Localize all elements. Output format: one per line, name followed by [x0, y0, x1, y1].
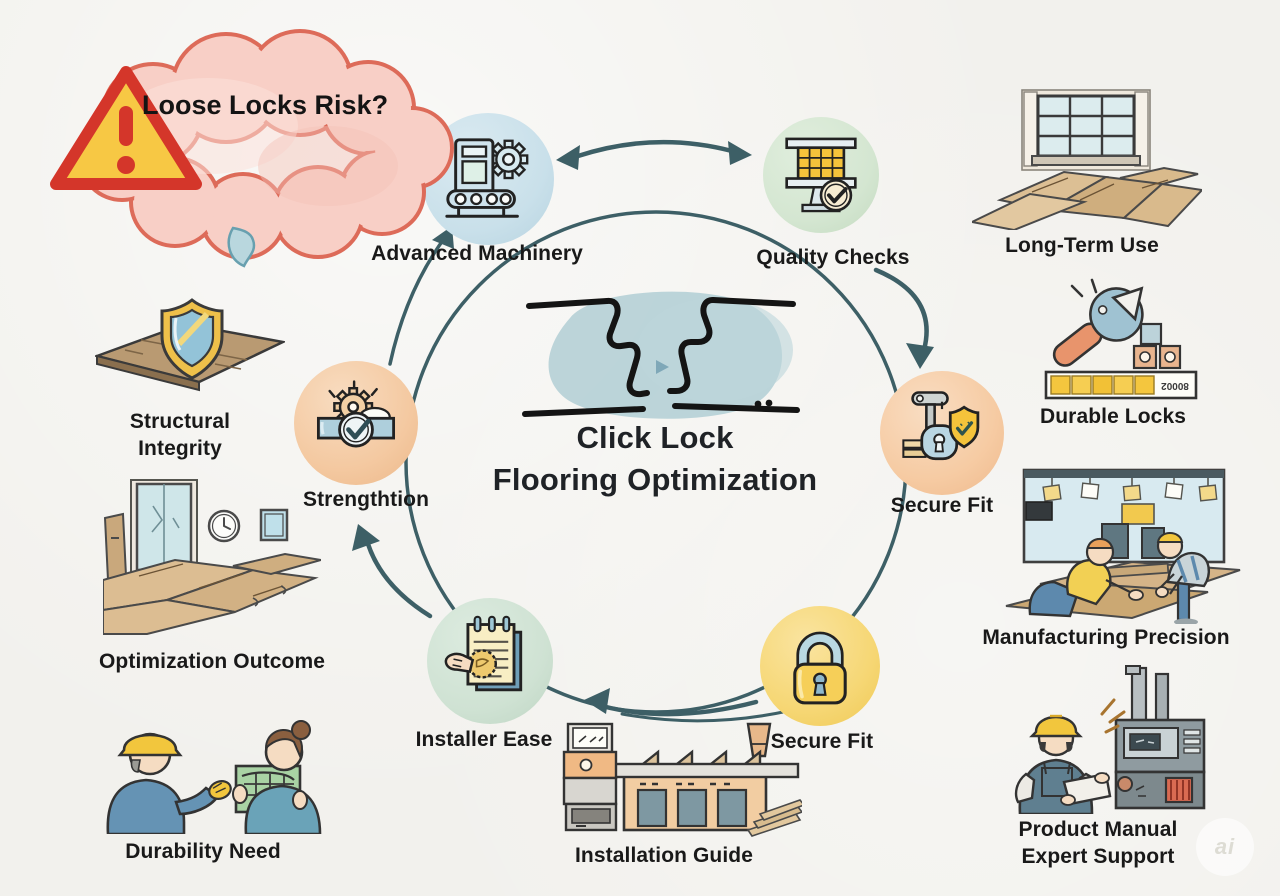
warning-triangle-icon [50, 66, 202, 190]
node-label-strengthtion: Strengthtion [302, 488, 429, 511]
arrowhead-down-icon [906, 343, 934, 369]
cloud-drip [227, 226, 256, 268]
arrowhead-toward-strengthtion-icon [352, 524, 380, 551]
machinery-icon [445, 138, 529, 218]
label-structural-integrity: Structural Integrity [70, 408, 290, 463]
label-optimization-outcome: Optimization Outcome [98, 650, 325, 673]
label-expert-support: Expert Support [1021, 845, 1175, 869]
center-title-line1: Click Lock [576, 420, 734, 455]
arrowhead-left-icon [556, 145, 580, 170]
workers-installing-floor-icon [1005, 468, 1241, 624]
label-integrity: Integrity [138, 437, 222, 461]
arrow-strengthtion-machinery [388, 234, 448, 366]
arrow-installer-strengthtion [365, 541, 433, 619]
label-long-term-use: Long-Term Use [1005, 234, 1159, 257]
node-label-installer-ease: Installer Ease [415, 728, 553, 751]
arrowhead-toward-installer-icon [584, 688, 610, 714]
click-lock-joint-illustration [522, 291, 800, 419]
arrowhead-right-icon [728, 141, 752, 165]
quality-panel-check-icon [785, 137, 857, 213]
node-secure-fit-bottom [760, 606, 880, 726]
label-durable-locks: Durable Locks [1039, 405, 1186, 428]
worker-with-machine-icon [1014, 665, 1206, 814]
label-manufacturing-precision: Manufacturing Precision [982, 626, 1230, 649]
arrow-quality-securefit [873, 267, 929, 353]
strip-code-text: 80002 [1161, 380, 1189, 391]
node-quality-checks [763, 117, 879, 233]
gear-check-bar-icon [316, 380, 396, 448]
node-label-secure-fit-bottom: Secure Fit [770, 730, 874, 753]
thought-cloud [50, 29, 454, 268]
node-strengthtion [294, 361, 418, 485]
label-durability-need: Durability Need [125, 840, 281, 863]
node-label-advanced-machinery: Advanced Machinery [371, 242, 583, 265]
node-installer-ease [427, 598, 553, 724]
center-title-line2: Flooring Optimization [492, 462, 818, 497]
window-flooring-scene-icon [972, 89, 1202, 230]
thought-cloud-text: Loose Locks Risk? [142, 90, 389, 120]
label-installation-guide: Installation Guide [575, 844, 753, 867]
wrench-lock-strip-icon: 80002 [1044, 278, 1198, 400]
notepad-stamp-icon [444, 615, 523, 692]
ai-watermark: ai [1196, 818, 1254, 876]
arrow-securefit-installer [599, 699, 759, 717]
clamp-lock-shield-icon [902, 391, 980, 461]
label-product-manual-expert-support: Product Manual Expert Support [978, 816, 1218, 871]
two-people-discussion-icon [106, 720, 322, 834]
label-structural: Structural [129, 410, 231, 433]
node-label-secure-fit-right: Secure Fit [890, 494, 994, 517]
label-product-manual: Product Manual [1018, 818, 1178, 841]
node-label-quality-checks: Quality Checks [756, 246, 910, 269]
shield-on-planks-icon [95, 298, 285, 392]
node-secure-fit-right [880, 371, 1004, 495]
arrow-securefit-installer-echo [620, 709, 790, 723]
factory-icon [562, 722, 802, 837]
padlock-icon [793, 631, 847, 705]
arrow-machinery-quality [575, 139, 735, 159]
room-flooring-scene-icon [103, 479, 321, 635]
